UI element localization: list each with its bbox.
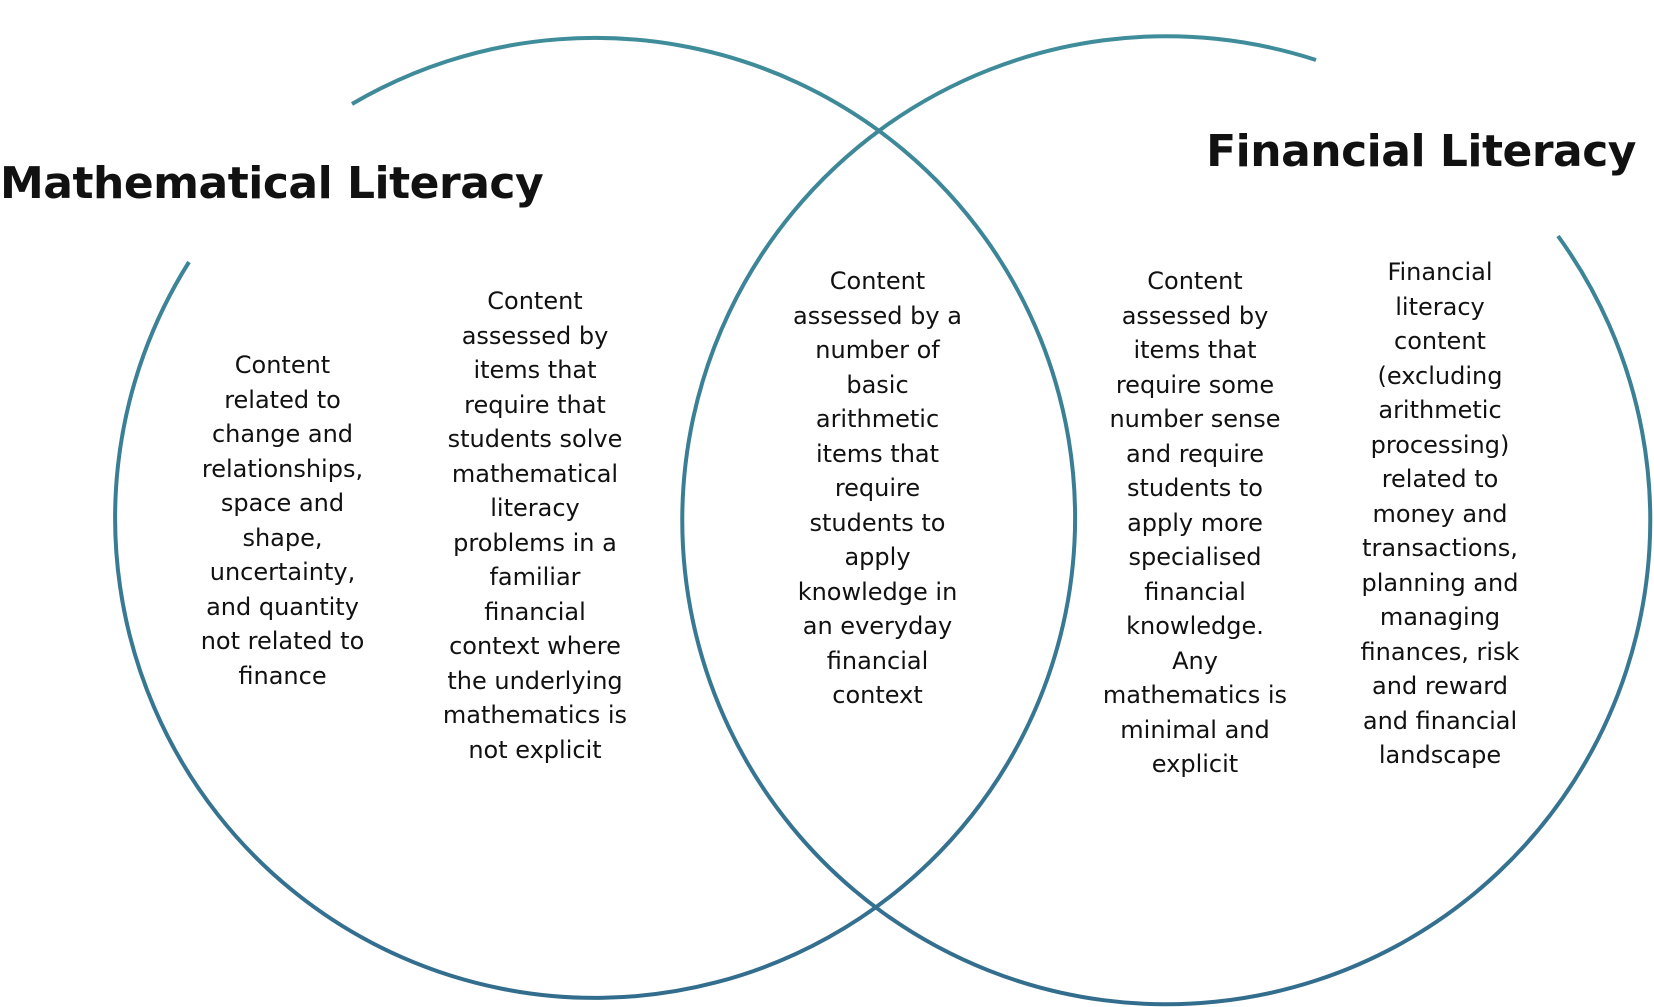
- math-literacy-circle: [113, 35, 1078, 1000]
- region-math-only-text: Content related to change and relationsh…: [200, 351, 365, 690]
- region-math-financial-context-text: Content assessed by items that require t…: [442, 287, 628, 764]
- region-financial-only-text: Financial literacy content (excluding ar…: [1360, 258, 1520, 769]
- region-financial-number-sense-text: Content assessed by items that require s…: [1102, 267, 1288, 778]
- financial-literacy-circle: [680, 34, 1653, 1007]
- financial-literacy-title: Financial Literacy: [1206, 126, 1636, 177]
- region-overlap-text: Content assessed by a number of basic ar…: [793, 267, 962, 709]
- math-literacy-title: Mathematical Literacy: [0, 158, 544, 209]
